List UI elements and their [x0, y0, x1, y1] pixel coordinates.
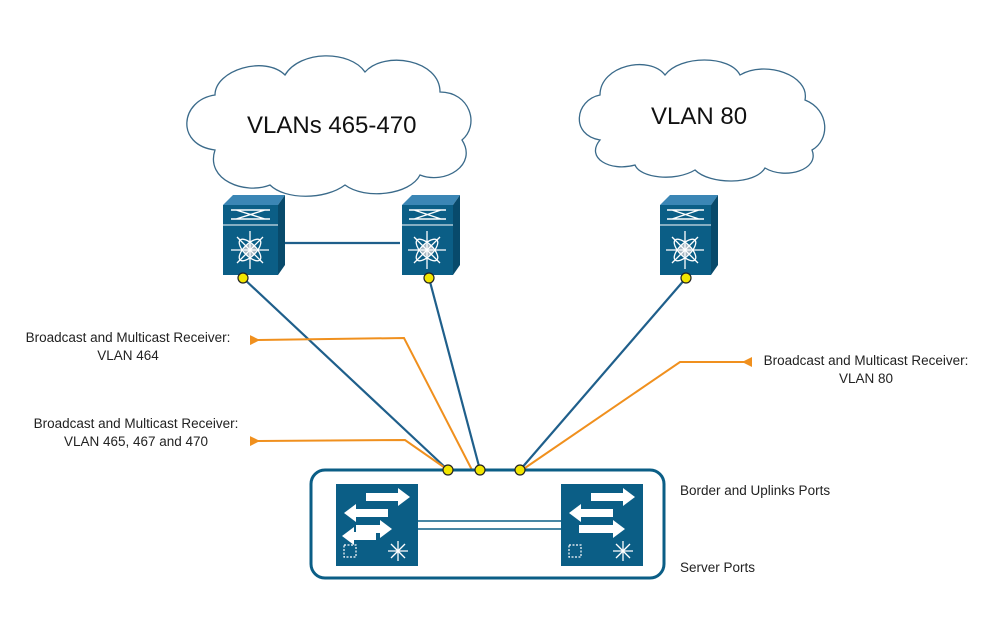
receiver-label-vlan-464: Broadcast and Multicast Receiver: VLAN 4… [8, 329, 248, 365]
nexus-switch-3 [660, 195, 718, 275]
border-uplinks-ports-label: Border and Uplinks Ports [680, 483, 831, 498]
receiver-arrows [249, 335, 752, 471]
arrow-vlan-80 [521, 357, 752, 471]
cloud-vlan-80 [578, 59, 826, 182]
port-dot-box-2 [474, 464, 486, 476]
fabric-icon [408, 231, 446, 269]
cloud-vlans-465-470 [186, 55, 472, 197]
receiver-label-line2: VLAN 465, 467 and 470 [63, 434, 209, 449]
link-switch3-box [519, 277, 687, 471]
fabric-interconnect-a [336, 484, 418, 566]
fabric-interconnect-pair [309, 468, 666, 580]
port-dot-switch2 [423, 272, 435, 284]
receiver-label-line2: VLAN 464 [97, 348, 159, 363]
receiver-label-vlan-80: Broadcast and Multicast Receiver: VLAN 8… [746, 352, 986, 388]
link-switch1-box [242, 277, 449, 471]
server-ports-label: Server Ports [680, 560, 756, 575]
fabric-icon [666, 231, 704, 269]
receiver-label-line1: Broadcast and Multicast Receiver: [25, 330, 231, 345]
cloud-label-vlan-80: VLAN 80 [651, 103, 748, 130]
receiver-label-line1: Broadcast and Multicast Receiver: [33, 416, 239, 431]
nexus-switch-2 [402, 195, 460, 275]
fabric-interconnect-b [561, 484, 643, 566]
nexus-switch-1 [223, 195, 285, 275]
receiver-label-line2: VLAN 80 [838, 371, 894, 386]
link-switch2-box [427, 277, 482, 471]
receiver-label-vlan-465-467-470: Broadcast and Multicast Receiver: VLAN 4… [16, 415, 256, 451]
arrow-vlan-464 [249, 335, 473, 471]
port-dot-box-1 [442, 464, 454, 476]
port-dot-switch1 [237, 272, 249, 284]
cloud-label-vlans-465-470: VLANs 465-470 [247, 112, 417, 139]
port-dot-box-3 [514, 464, 526, 476]
links [242, 241, 687, 471]
fabric-icon [231, 231, 269, 269]
receiver-label-line1: Broadcast and Multicast Receiver: [763, 353, 969, 368]
arrow-vlan-465-467-470 [249, 436, 449, 471]
port-dots [237, 272, 692, 476]
port-dot-switch3 [680, 272, 692, 284]
